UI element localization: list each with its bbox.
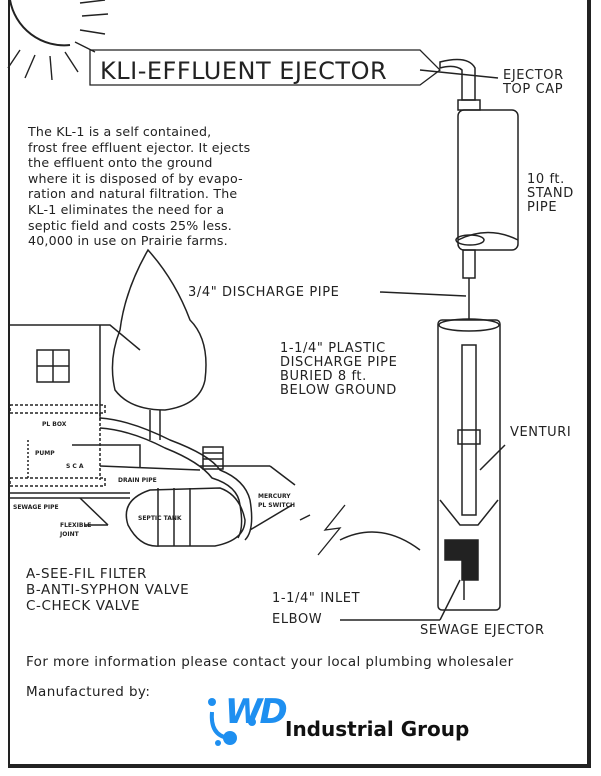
label-top-cap-1: EJECTOR <box>503 68 564 83</box>
description-line: 40,000 in use on Prairie farms. <box>28 233 228 249</box>
plastic-discharge-pipe <box>437 319 501 611</box>
label-plastic-pipe-2: DISCHARGE PIPE <box>280 355 397 370</box>
legend-item: C-CHECK VALVE <box>26 598 141 614</box>
label-discharge-pipe: 3/4" DISCHARGE PIPE <box>188 285 339 300</box>
label-plastic-pipe-1: 1-1/4" PLASTIC <box>280 341 386 356</box>
label-sca: S C A <box>66 463 84 470</box>
label-pl-box: PL BOX <box>42 421 67 428</box>
logo-wd-mark: WD <box>225 692 287 732</box>
label-flexible-joint-2: JOINT <box>59 531 80 538</box>
description-line: KL-1 eliminates the need for a <box>28 201 225 217</box>
label-pump: PUMP <box>35 450 55 457</box>
description-line: The KL-1 is a self contained, <box>28 124 212 139</box>
label-inlet-elbow-1: 1-1/4" INLET <box>272 591 360 606</box>
label-top-cap-2: TOP CAP <box>502 82 563 97</box>
label-inlet-elbow-2: ELBOW <box>272 612 322 627</box>
label-stand-pipe-3: PIPE <box>527 200 557 215</box>
label-flexible-joint-1: FLEXIBLE <box>60 522 91 529</box>
house <box>9 324 141 487</box>
stand-pipe <box>457 109 519 251</box>
legend-item: B-ANTI-SYPHON VALVE <box>26 582 190 598</box>
label-stand-pipe-2: STAND <box>527 186 574 201</box>
diagram-frame <box>8 0 591 768</box>
wd-logo-icon: WD <box>208 692 290 746</box>
title-box <box>89 49 441 86</box>
description-line: ration and natural filtration. The <box>28 186 238 202</box>
label-mercury-switch-2: PL SWITCH <box>258 502 295 509</box>
label-stand-pipe-1: 10 ft. <box>527 172 565 187</box>
label-septic-tank: SEPTIC TANK <box>138 515 182 522</box>
description-line: septic field and costs 25% less. <box>28 217 233 233</box>
description-line: the effluent onto the ground <box>28 155 213 171</box>
label-sewage-ejector: SEWAGE EJECTOR <box>420 623 545 638</box>
label-sewage-pipe: SEWAGE PIPE <box>13 504 59 511</box>
label-drain-pipe: DRAIN PIPE <box>118 477 157 484</box>
contact-text: For more information please contact your… <box>26 654 514 670</box>
sun-icon <box>7 0 109 81</box>
tree <box>111 248 207 440</box>
ejector-top-cap <box>439 58 481 111</box>
label-plastic-pipe-3: BURIED 8 ft. <box>280 369 367 384</box>
brand-name: Industrial Group <box>285 717 470 741</box>
diagram-title: KLI-EFFLUENT EJECTOR <box>100 57 387 85</box>
label-mercury-switch-1: MERCURY <box>258 493 291 500</box>
description-line: where it is disposed of by evapo- <box>28 170 243 186</box>
legend-item: A-SEE-FIL FILTER <box>26 566 148 582</box>
discharge-pipe-3-4 <box>462 249 476 279</box>
valve-legend: A-SEE-FIL FILTER B-ANTI-SYPHON VALVE C-C… <box>26 566 189 614</box>
manufactured-by: Manufactured by: <box>26 684 151 700</box>
description: The KL-1 is a self contained, frost free… <box>28 124 328 249</box>
septic-tank <box>125 446 246 547</box>
label-venturi: VENTURI <box>510 425 571 440</box>
description-line: frost free effluent ejector. It ejects <box>28 139 251 155</box>
label-plastic-pipe-4: BELOW GROUND <box>280 383 397 398</box>
